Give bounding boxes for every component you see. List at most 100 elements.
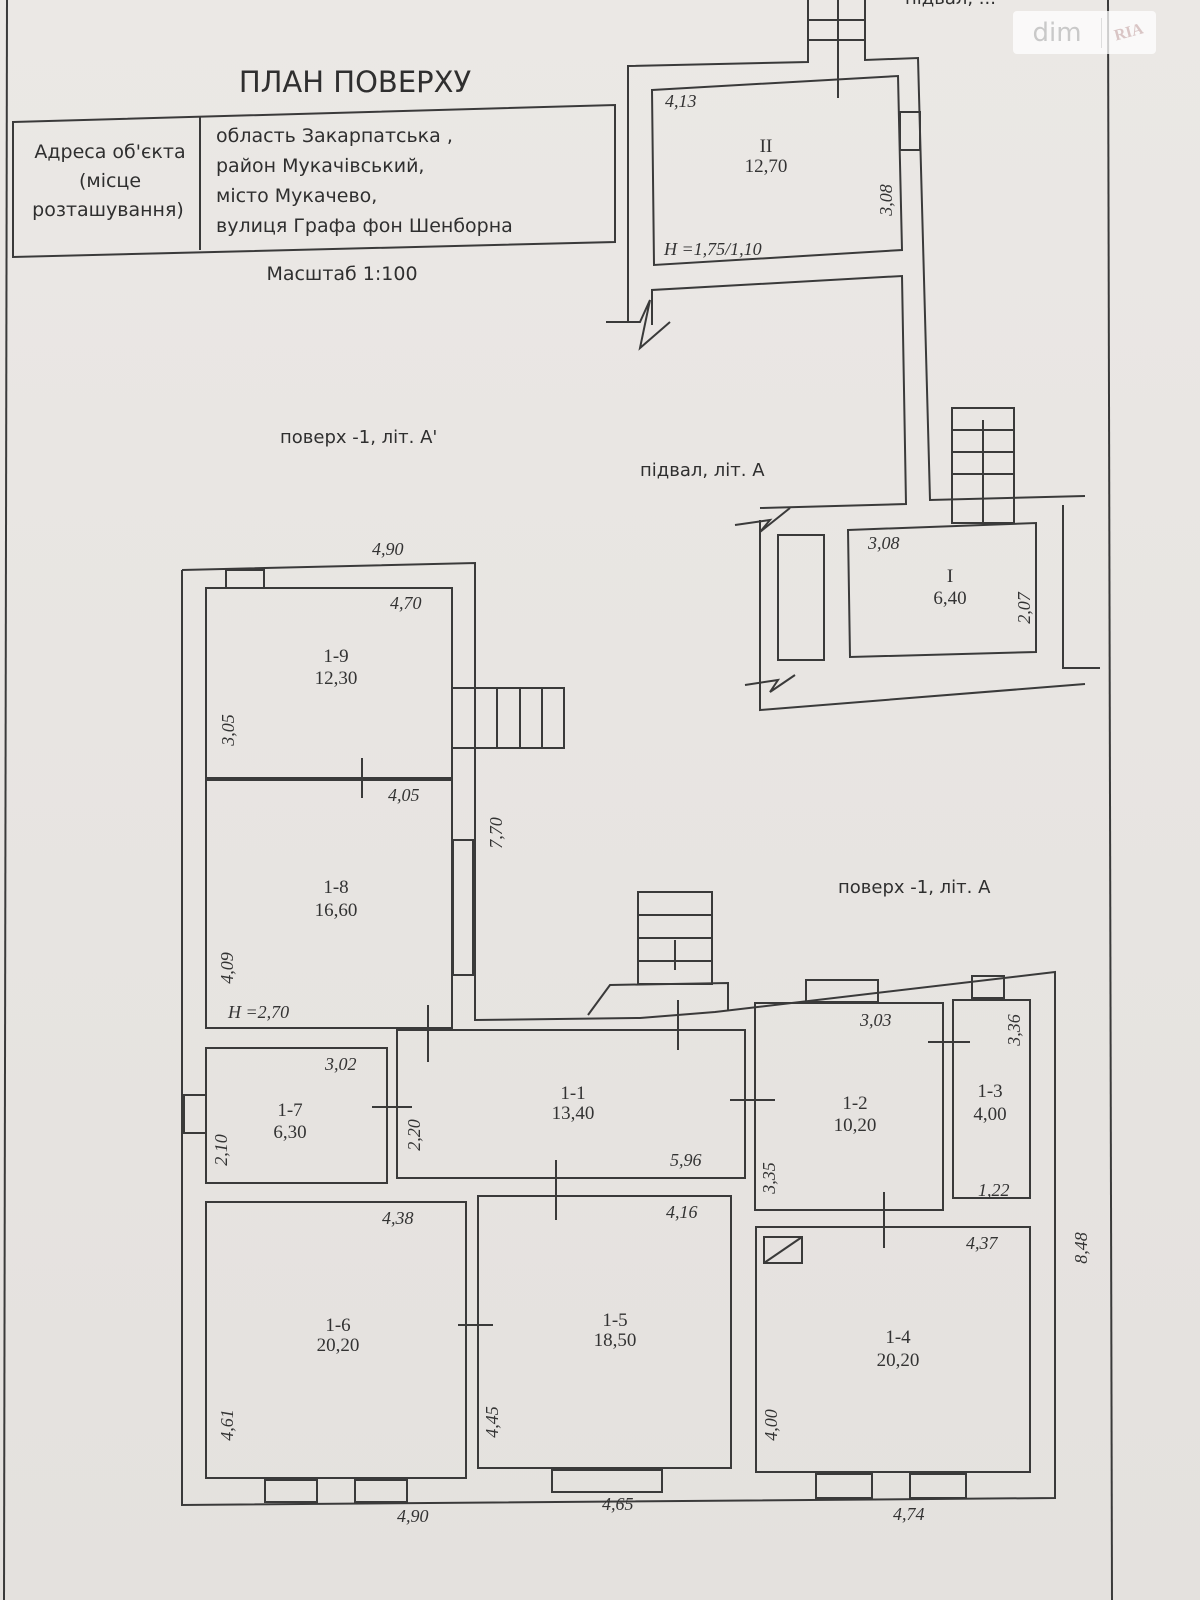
svg-text:1-8: 1-8 — [323, 877, 348, 898]
svg-text:2,10: 2,10 — [211, 1134, 231, 1166]
address-region: область Закарпатська , — [216, 125, 453, 147]
svg-text:8,48: 8,48 — [1071, 1232, 1091, 1264]
svg-text:4,74: 4,74 — [893, 1504, 925, 1524]
svg-text:4,05: 4,05 — [388, 785, 420, 805]
room-1-3: 1-3 4,00 1,22 3,36 — [973, 1014, 1024, 1200]
room-1-8: 1-8 16,60 4,05 4,09 H =2,70 — [217, 785, 420, 1022]
window — [971, 975, 1005, 999]
svg-text:4,90: 4,90 — [372, 539, 404, 559]
stairs-icon — [451, 687, 565, 749]
window — [225, 569, 265, 589]
svg-text:4,09: 4,09 — [217, 952, 237, 984]
svg-text:3,08: 3,08 — [876, 184, 896, 217]
svg-text:4,00: 4,00 — [761, 1409, 781, 1441]
scale-label: Масштаб 1:100 — [266, 263, 417, 285]
page-border-right — [1107, 0, 1113, 1600]
svg-text:1-6: 1-6 — [325, 1315, 350, 1336]
room-1-5-outline — [477, 1195, 732, 1469]
svg-text:4,38: 4,38 — [382, 1208, 414, 1228]
watermark-dim: dim — [1013, 17, 1102, 48]
svg-text:H =1,75/1,10: H =1,75/1,10 — [663, 239, 762, 259]
svg-text:3,36: 3,36 — [1004, 1014, 1024, 1047]
svg-text:4,37: 4,37 — [966, 1233, 999, 1253]
address-city: місто Мукачево, — [216, 185, 377, 207]
address-label: Адреса об'єкта — [34, 141, 185, 163]
svg-text:4,65: 4,65 — [602, 1494, 634, 1514]
room-1-6-outline — [205, 1201, 467, 1479]
svg-text:2,07: 2,07 — [1014, 591, 1034, 624]
room-I-outline — [846, 521, 1037, 659]
room-1-1-outline — [396, 1029, 746, 1179]
svg-text:20,20: 20,20 — [877, 1350, 920, 1371]
page-border-left — [3, 0, 8, 1600]
svg-text:I: I — [947, 566, 953, 587]
room-1-1: 1-1 13,40 5,96 2,20 — [404, 1083, 702, 1170]
room-1-7: 1-7 6,30 3,02 2,10 — [211, 1054, 357, 1166]
svg-text:3,08: 3,08 — [867, 533, 900, 553]
svg-text:1-1: 1-1 — [560, 1083, 585, 1104]
section-label-floor-a: поверх -1, літ. А — [838, 877, 991, 898]
svg-text:12,30: 12,30 — [315, 668, 358, 689]
section-label-top-cut: підвал, ... — [905, 0, 996, 9]
svg-text:H =2,70: H =2,70 — [227, 1002, 289, 1022]
svg-text:1,22: 1,22 — [978, 1180, 1010, 1200]
svg-text:6,40: 6,40 — [933, 588, 966, 609]
window — [354, 1479, 408, 1503]
window — [183, 1094, 207, 1134]
svg-text:3,05: 3,05 — [218, 714, 238, 747]
room-1-6: 1-6 20,20 4,38 4,61 — [217, 1208, 414, 1441]
room-II: II 12,70 4,13 3,08 H =1,75/1,10 — [663, 91, 896, 259]
watermark-logo: dim RIA — [1013, 11, 1156, 54]
svg-text:16,60: 16,60 — [315, 900, 358, 921]
room-1-9-outline — [205, 587, 453, 779]
address-label: (місце — [79, 170, 141, 192]
basement-walls — [606, 0, 1100, 712]
watermark-ria: RIA — [1112, 20, 1146, 45]
room-1-4: 1-4 20,20 4,37 4,00 — [761, 1233, 999, 1441]
svg-text:1-3: 1-3 — [977, 1081, 1002, 1102]
window — [452, 839, 474, 976]
room-1-3-outline — [952, 999, 1031, 1199]
svg-text:4,16: 4,16 — [666, 1202, 698, 1222]
svg-text:4,61: 4,61 — [217, 1409, 237, 1441]
svg-text:20,20: 20,20 — [317, 1335, 360, 1356]
svg-text:1-5: 1-5 — [602, 1310, 627, 1331]
svg-text:3,03: 3,03 — [859, 1010, 892, 1030]
svg-text:4,13: 4,13 — [665, 91, 697, 111]
window — [551, 1469, 663, 1493]
svg-text:1-4: 1-4 — [885, 1327, 911, 1348]
window — [815, 1473, 873, 1499]
window — [805, 979, 879, 1003]
svg-text:2,20: 2,20 — [404, 1119, 424, 1151]
svg-text:7,70: 7,70 — [486, 817, 506, 849]
window — [264, 1479, 318, 1503]
svg-text:13,40: 13,40 — [552, 1103, 595, 1124]
svg-text:1-9: 1-9 — [323, 646, 348, 667]
address-street: вулиця Графа фон Шенборна — [216, 215, 513, 237]
address-district: район Мукачівський, — [216, 155, 424, 177]
svg-text:1-2: 1-2 — [842, 1093, 867, 1114]
svg-text:4,90: 4,90 — [397, 1506, 429, 1526]
svg-text:4,00: 4,00 — [973, 1104, 1006, 1125]
room-1-9: 1-9 12,30 4,70 3,05 — [218, 593, 422, 747]
svg-text:4,70: 4,70 — [390, 593, 422, 613]
outer-dimensions: 4,90 7,70 8,48 4,90 4,65 4,74 — [372, 539, 1091, 1526]
window — [909, 1473, 967, 1499]
svg-text:4,45: 4,45 — [482, 1406, 502, 1438]
svg-text:12,70: 12,70 — [745, 156, 788, 177]
svg-text:3,02: 3,02 — [324, 1054, 357, 1074]
room-1-4-outline — [755, 1226, 1031, 1473]
svg-text:6,30: 6,30 — [273, 1122, 306, 1143]
section-label-basement-a: підвал, літ. А — [640, 460, 765, 481]
chimney — [763, 1236, 803, 1264]
main-building-walls — [181, 561, 1056, 1507]
address-table: Адреса об'єкта (місце розташування) обла… — [12, 103, 616, 259]
svg-text:1-7: 1-7 — [277, 1100, 302, 1121]
svg-text:3,35: 3,35 — [759, 1162, 779, 1195]
svg-text:18,50: 18,50 — [594, 1330, 637, 1351]
stairs-icon — [951, 407, 1015, 524]
address-label: розташування) — [32, 199, 184, 221]
svg-text:5,96: 5,96 — [670, 1150, 702, 1170]
room-1-2: 1-2 10,20 3,03 3,35 — [759, 1010, 892, 1195]
